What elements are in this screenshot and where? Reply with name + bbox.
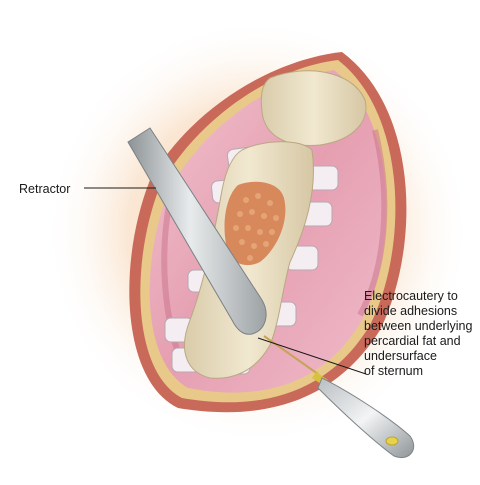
- electrocautery-leader-line: [257, 337, 367, 375]
- retractor-label: Retractor: [19, 182, 71, 196]
- cautery-wire: [263, 335, 319, 375]
- retractor-blade: [127, 127, 267, 335]
- manubrium: [260, 70, 367, 147]
- cautery-button: [385, 436, 399, 446]
- electrocautery-label: Electrocautery to divide adhesions betwe…: [364, 289, 473, 378]
